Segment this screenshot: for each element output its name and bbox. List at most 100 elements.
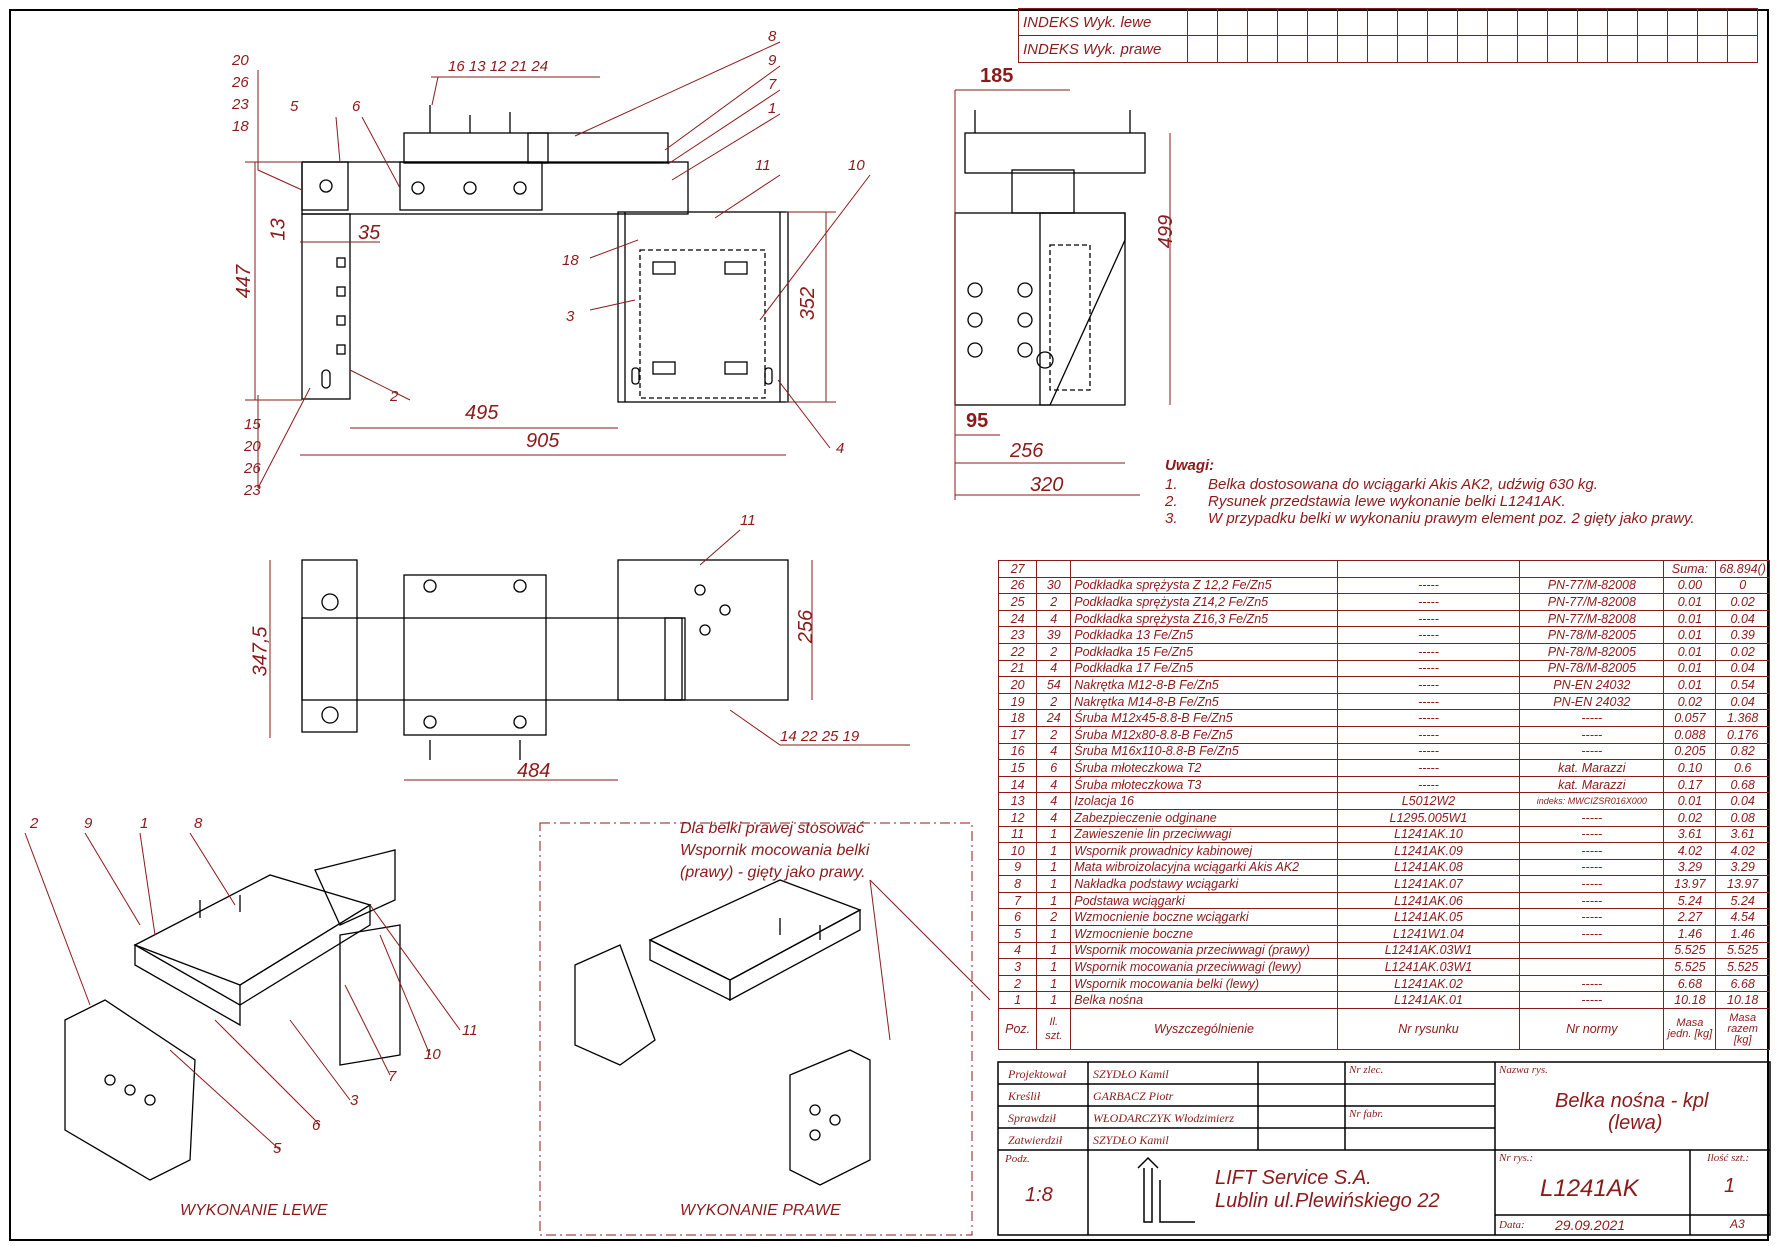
balloon-18: 18: [232, 118, 249, 135]
bom-cell: 18: [997, 709, 1038, 727]
bom-cell: 0.01: [1663, 659, 1717, 678]
balloon-15: 15: [244, 416, 261, 433]
bom-cell: 0.088: [1663, 725, 1717, 744]
bom-cell: 0.04: [1715, 792, 1770, 810]
col-poz: Poz.: [997, 1008, 1038, 1051]
bom-cell: 10.18: [1663, 991, 1717, 1010]
bom-cell: 0.82: [1715, 742, 1770, 761]
bom-cell: 3.61: [1663, 825, 1717, 844]
role-sprawdzil: Sprawdził: [1008, 1111, 1057, 1125]
dim-320: 320: [1030, 474, 1064, 496]
role-zatwierdzil: Zatwierdził: [1008, 1133, 1063, 1147]
position-8: 8: [768, 28, 777, 45]
bom-cell: PN-77/M-82008: [1519, 609, 1665, 628]
bom-cell: Mata wibroizolacyjna wciągarki Akis AK2: [1070, 858, 1338, 877]
balloon-23b: 23: [244, 482, 261, 499]
name-zatwierdzil: SZYDŁO Kamil: [1093, 1133, 1169, 1147]
date: 29.09.2021: [1555, 1217, 1626, 1233]
bom-cell: 0.205: [1663, 742, 1717, 761]
bom-cell: 4.02: [1663, 842, 1717, 860]
name-projektowal: SZYDŁO Kamil: [1093, 1067, 1169, 1081]
drawing-name-1: Belka nośna - kpl: [1555, 1090, 1709, 1112]
iso-right-note-3: (prawy) - gięty jako prawy.: [680, 864, 866, 881]
bom-cell: 0.02: [1663, 692, 1717, 711]
drawing-name-2: (lewa): [1608, 1112, 1663, 1134]
podz-label: Podz.: [1005, 1153, 1030, 1165]
iso-pos-6: 6: [312, 1117, 321, 1134]
iso-right-view: [574, 879, 871, 1186]
bom-cell: 21: [997, 659, 1038, 678]
balloon-group-bottom: 14 22 25 19: [780, 728, 860, 745]
iso-pos-7: 7: [388, 1068, 397, 1085]
position-11: 11: [755, 157, 771, 174]
iso-right-frame: [539, 822, 973, 1236]
nr-rys-label: Nr rys.:: [1499, 1152, 1534, 1164]
dim-256-side: 256: [1010, 440, 1044, 462]
dim-484: 484: [517, 760, 551, 782]
bom-cell: 0.6: [1715, 759, 1770, 777]
iso-right-leaders: [869, 879, 991, 1041]
top-position-11: 11: [740, 512, 756, 529]
bom-cell: 24: [997, 609, 1038, 628]
index-table: INDEKS Wyk. lewe INDEKS Wyk. prawe: [1018, 8, 1758, 63]
bom-cell: 0.02: [1715, 593, 1770, 611]
bom-cell: Wzmocnienie boczne wciągarki: [1070, 908, 1338, 927]
iso-pos-3: 3: [350, 1092, 359, 1109]
bom-cell: Śruba M16x110-8.8-B Fe/Zn5: [1070, 742, 1338, 761]
bom-cell: L1241AK.06: [1336, 891, 1521, 910]
company-address: Lublin ul.Plewińskiego 22: [1215, 1190, 1440, 1212]
iso-left-caption: WYKONANIE LEWE: [180, 1202, 328, 1219]
balloon-group-top: 16 13 12 21 24: [448, 58, 549, 75]
date-label: Data:: [1499, 1219, 1525, 1231]
position-1: 1: [768, 100, 777, 117]
bom-cell: 30: [1036, 576, 1072, 595]
bom-cell: kat. Marazzi: [1519, 775, 1665, 794]
bom-cell: 10: [997, 842, 1038, 860]
balloon-26b: 26: [244, 460, 261, 477]
bom-cell: 0.01: [1663, 642, 1717, 661]
col-il-szt: Il. szt.: [1036, 1008, 1072, 1051]
bom-cell: L1241AK.03W1: [1336, 941, 1521, 960]
position-3: 3: [566, 308, 575, 325]
iso-pos-9: 9: [84, 815, 93, 832]
bom-cell: Nakrętka M14-8-B Fe/Zn5: [1070, 692, 1338, 711]
bom-cell: L1241W1.04: [1336, 925, 1521, 943]
bom-cell: L5012W2: [1336, 792, 1521, 810]
note-1-num: 1.: [1165, 476, 1178, 493]
iso-pos-5: 5: [273, 1140, 282, 1157]
position-4: 4: [836, 440, 845, 457]
iso-right-caption: WYKONANIE PRAWE: [680, 1202, 841, 1219]
name-kreslil: GARBACZ Piotr: [1093, 1089, 1174, 1103]
drawing-number: L1241AK: [1540, 1175, 1639, 1202]
bom-cell: 20: [997, 676, 1038, 694]
bom-cell: 0.10: [1663, 759, 1717, 777]
bom-cell: 12: [997, 808, 1038, 827]
bom-cell: 0.04: [1715, 692, 1770, 711]
bom-cell: Podkładka sprężysta Z 12,2 Fe/Zn5: [1070, 576, 1338, 595]
side-view: [954, 110, 1146, 406]
note-3-num: 3.: [1165, 510, 1178, 527]
position-5: 5: [290, 98, 299, 115]
iso-pos-11: 11: [462, 1022, 478, 1039]
bom-cell: L1241AK.07: [1336, 875, 1521, 893]
dim-905: 905: [526, 430, 560, 452]
bom-cell: 6.68: [1715, 974, 1770, 993]
bom-sum-label: Suma:: [1663, 560, 1717, 578]
bom-cell: 0.01: [1663, 593, 1717, 611]
bom-cell: PN-78/M-82005: [1519, 626, 1665, 644]
company-name: LIFT Service S.A.: [1215, 1167, 1372, 1189]
balloon-23: 23: [232, 96, 249, 113]
bom-cell: Wspornik mocowania przeciwwagi (lewy): [1070, 958, 1338, 976]
bom-cell: 23: [997, 626, 1038, 644]
note-1-text: Belka dostosowana do wciągarki Akis AK2,…: [1208, 476, 1598, 493]
bom-cell: -----: [1519, 974, 1665, 993]
bom-header: Poz. Il. szt. Wyszczególnienie Nr rysunk…: [997, 1008, 1770, 1051]
bom-cell: Zabezpieczenie odginane: [1070, 808, 1338, 827]
